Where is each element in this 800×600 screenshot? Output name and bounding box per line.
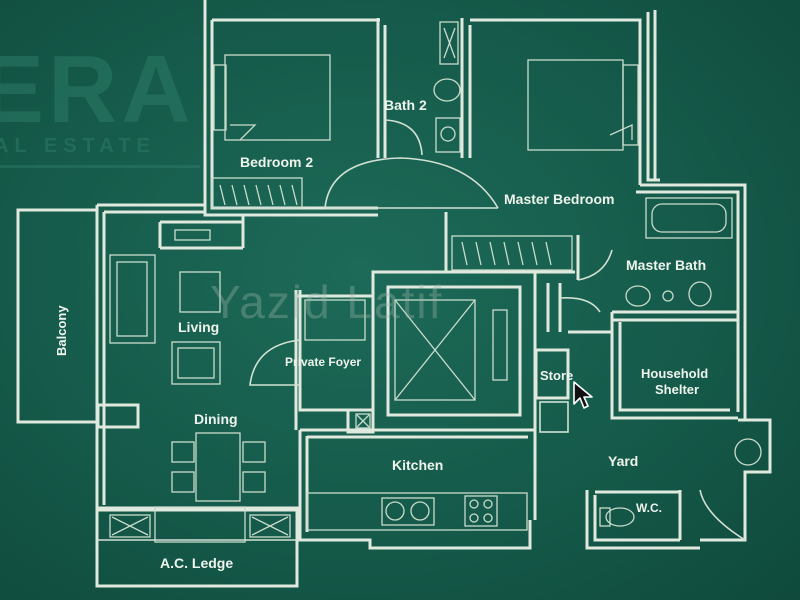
shelter-label-sub: Shelter bbox=[655, 382, 699, 397]
room-label-kitchen: Kitchen bbox=[392, 457, 443, 473]
svg-text:AL ESTATE: AL ESTATE bbox=[0, 135, 156, 157]
room-label-yard: Yard bbox=[608, 453, 638, 469]
brand-watermark: ERA AL ESTATE bbox=[0, 36, 200, 168]
room-label-bedroom2: Bedroom 2 bbox=[240, 154, 313, 170]
room-label-wc: W.C. bbox=[636, 501, 662, 515]
room-label-store: Store bbox=[540, 368, 573, 383]
room-label-master-bedroom: Master Bedroom bbox=[504, 191, 614, 207]
room-label-bath2: Bath 2 bbox=[384, 97, 427, 113]
door-swings bbox=[249, 119, 746, 541]
room-label-master-bath: Master Bath bbox=[626, 257, 706, 273]
agent-watermark: Yazid Latif bbox=[210, 276, 443, 328]
furniture bbox=[109, 21, 762, 543]
mouse-pointer-icon bbox=[573, 381, 593, 409]
room-label-ac-ledge: A.C. Ledge bbox=[160, 555, 233, 571]
room-label-living: Living bbox=[178, 319, 219, 335]
svg-text:ERA: ERA bbox=[0, 36, 195, 143]
room-label-foyer: Private Foyer bbox=[285, 355, 361, 369]
walls bbox=[16, 0, 772, 588]
room-label-balcony: Balcony bbox=[54, 305, 69, 356]
room-label-dining: Dining bbox=[194, 411, 238, 427]
room-label-household-shelter: Household Shelter bbox=[641, 366, 712, 397]
shelter-label: Household bbox=[641, 366, 708, 381]
